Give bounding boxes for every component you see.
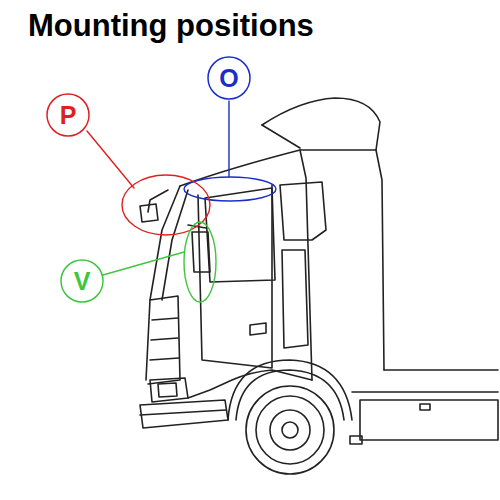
diagram-title: Mounting positions <box>28 8 314 44</box>
callout-circle: V <box>60 259 104 303</box>
callout-letter: O <box>219 66 238 91</box>
callout-circle: P <box>46 93 90 137</box>
callout-circle: O <box>207 56 251 100</box>
callout-letter: P <box>60 103 77 128</box>
callout-letter: V <box>74 269 91 294</box>
